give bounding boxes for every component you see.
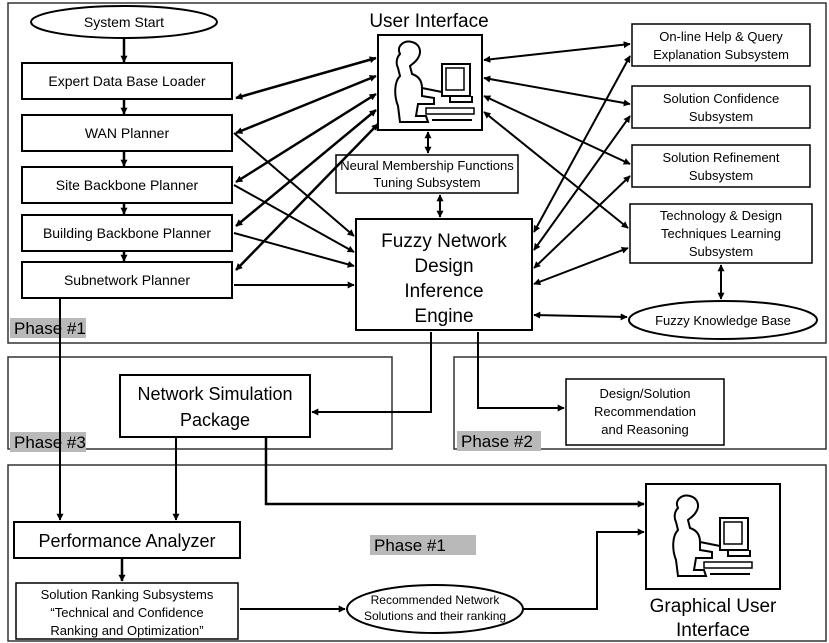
edge-engine-help xyxy=(533,55,631,233)
solution-confidence-label-1: Solution Confidence xyxy=(663,91,779,106)
subnetwork-planner-node xyxy=(21,261,233,299)
phase1-bottom-label: Phase #1 xyxy=(374,536,446,555)
design-recommendation-label-1: Design/Solution xyxy=(599,386,690,401)
site-backbone-planner-label: Site Backbone Planner xyxy=(56,177,199,193)
connectors xyxy=(56,38,725,613)
fuzzy-engine-label-4: Engine xyxy=(414,306,473,327)
fuzzy-kb-label: Fuzzy Knowledge Base xyxy=(655,313,791,328)
wan-planner-node xyxy=(21,114,233,152)
solution-ranking-label-1: Solution Ranking Subsystems xyxy=(41,587,214,602)
solution-refinement-label-2: Subsystem xyxy=(689,168,753,183)
subnetwork-planner-label: Subnetwork Planner xyxy=(64,272,190,288)
gui-label-2: Interface xyxy=(676,620,750,641)
neural-membership-label-2: Tuning Subsystem xyxy=(373,175,480,190)
phase2-label: Phase #2 xyxy=(461,432,533,451)
performance-analyzer-node xyxy=(13,521,241,559)
edge-recommended-gui xyxy=(523,528,645,610)
user-interface-node xyxy=(377,34,483,131)
expert-db-loader-label: Expert Data Base Loader xyxy=(48,73,206,89)
fuzzy-engine-label-2: Design xyxy=(414,256,473,277)
tech-learning-label-2: Techniques Learning xyxy=(661,226,781,241)
phase1-top-badge xyxy=(10,318,86,338)
user-interface-title: User Interface xyxy=(369,11,488,32)
design-recommendation-node xyxy=(565,378,725,446)
network-sim-label-2: Package xyxy=(180,410,250,430)
neural-membership-label-1: Neural Membership Functions xyxy=(340,158,514,173)
design-recommendation-label-2: Recommendation xyxy=(594,404,696,419)
building-backbone-planner-label: Building Backbone Planner xyxy=(43,225,211,241)
solution-ranking-node xyxy=(15,582,239,640)
tech-learning-node xyxy=(629,203,813,264)
online-help-label-1: On-line Help & Query xyxy=(659,29,783,44)
region-phase2 xyxy=(453,356,827,450)
edge-wan-ui xyxy=(235,74,377,135)
edge-engine-confidence xyxy=(533,115,631,251)
tech-learning-label-1: Technology & Design xyxy=(660,208,782,223)
solution-ranking-label-3: Ranking and Optimization” xyxy=(50,623,203,638)
solution-confidence-node xyxy=(631,85,811,129)
fuzzy-engine-label-3: Inference xyxy=(404,281,483,302)
network-sim-node xyxy=(119,374,311,438)
edge-engine-kb xyxy=(533,311,628,321)
edge-engine-learning xyxy=(533,246,629,286)
gui-label-1: Graphical User xyxy=(650,596,777,617)
solution-refinement-node xyxy=(631,144,811,188)
tech-learning-label-3: Subsystem xyxy=(689,244,753,259)
edge-engine-sim xyxy=(311,332,432,416)
phase3-label: Phase #3 xyxy=(14,433,86,452)
online-help-node xyxy=(631,23,811,67)
edge-sim-gui xyxy=(264,437,645,508)
phase2-badge xyxy=(457,431,541,451)
phase3-badge xyxy=(10,432,86,452)
recommended-solutions-label-1: Recommended Network xyxy=(371,593,501,607)
edge-engine-recommendation xyxy=(477,332,565,412)
edge-building-engine xyxy=(233,232,355,268)
region-bottom xyxy=(7,464,827,642)
wan-planner-label: WAN Planner xyxy=(85,125,170,141)
edge-ui-help xyxy=(483,41,631,63)
edge-loader-ui xyxy=(235,56,377,100)
region-top xyxy=(7,2,827,344)
fuzzy-engine-node xyxy=(355,218,533,331)
solution-confidence-label-2: Subsystem xyxy=(689,109,753,124)
phase1-top-label: Phase #1 xyxy=(14,319,86,338)
online-help-label-2: Explanation Subsystem xyxy=(653,47,789,62)
building-backbone-planner-node xyxy=(21,214,233,252)
edge-site-engine xyxy=(233,184,355,253)
fuzzy-engine-label-1: Fuzzy Network xyxy=(381,231,507,252)
region-phase3 xyxy=(7,356,393,450)
site-backbone-planner-node xyxy=(21,166,233,204)
network-sim-label-1: Network Simulation xyxy=(137,384,292,404)
solution-ranking-label-2: “Technical and Confidence xyxy=(50,605,203,620)
expert-db-loader-node xyxy=(21,62,233,100)
fuzzy-kb-node xyxy=(628,300,818,340)
solution-refinement-label-1: Solution Refinement xyxy=(662,150,779,165)
edge-ui-confidence xyxy=(483,75,631,107)
edge-wan-engine xyxy=(233,132,355,237)
phase1-bottom-badge xyxy=(370,535,476,555)
recommended-solutions-label-2: Solutions and their ranking xyxy=(364,609,506,623)
edge-subnetwork-ui xyxy=(235,123,379,271)
gui-node xyxy=(645,483,781,590)
design-recommendation-label-3: and Reasoning xyxy=(601,422,688,437)
system-start-label: System Start xyxy=(84,14,164,30)
performance-analyzer-label: Performance Analyzer xyxy=(38,531,215,551)
